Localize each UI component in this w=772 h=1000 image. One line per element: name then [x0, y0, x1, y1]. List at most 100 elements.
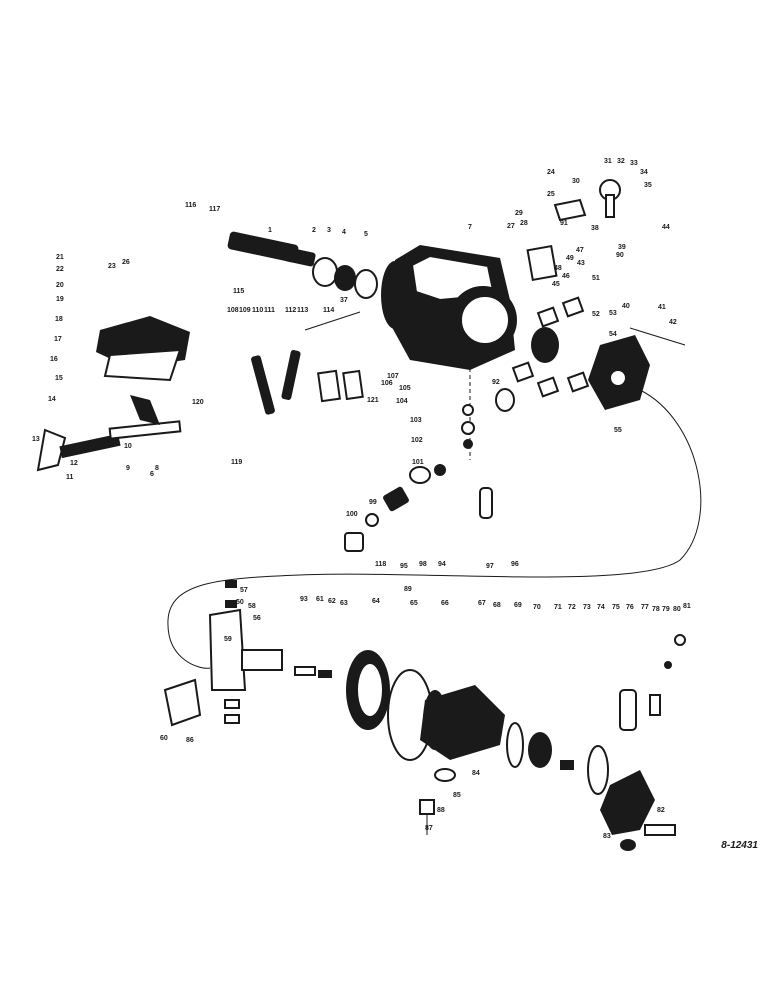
callout-8: 8	[155, 465, 159, 472]
rotor-blades	[495, 296, 590, 412]
callout-53: 53	[609, 310, 617, 317]
callout-61: 61	[316, 596, 324, 603]
callout-49: 49	[566, 255, 574, 262]
callout-59: 59	[224, 636, 232, 643]
callout-39: 39	[618, 244, 626, 251]
callout-81: 81	[683, 603, 691, 610]
callout-41: 41	[658, 304, 666, 311]
callout-72: 72	[568, 604, 576, 611]
callout-12: 12	[70, 460, 78, 467]
callout-85: 85	[453, 792, 461, 799]
callout-89: 89	[404, 586, 412, 593]
callout-110: 110	[252, 307, 263, 314]
callout-87: 87	[425, 825, 433, 832]
callout-4: 4	[342, 229, 346, 236]
callout-31: 31	[604, 158, 612, 165]
callout-32: 32	[617, 158, 625, 165]
callout-78: 78	[652, 606, 660, 613]
fitting-stack	[619, 634, 686, 731]
callout-74: 74	[597, 604, 605, 611]
throttle-levers	[251, 311, 361, 415]
callout-120: 120	[192, 399, 204, 406]
governor-cover	[96, 316, 190, 382]
callout-33: 33	[630, 160, 638, 167]
pump-housing	[381, 245, 517, 370]
callout-86: 86	[186, 737, 194, 744]
callout-58: 58	[248, 603, 256, 610]
end-plate	[588, 335, 650, 410]
callout-35: 35	[644, 182, 652, 189]
callout-107: 107	[387, 373, 399, 380]
callout-11: 11	[66, 474, 74, 481]
callout-121: 121	[367, 397, 379, 404]
callout-50: 50	[236, 599, 244, 606]
callout-82: 82	[657, 807, 665, 814]
callout-98: 98	[419, 561, 427, 568]
lower-bolt	[419, 768, 456, 835]
callout-79: 79	[662, 606, 670, 613]
callout-45: 45	[552, 281, 560, 288]
callout-75: 75	[612, 604, 620, 611]
callout-73: 73	[583, 604, 591, 611]
callout-16: 16	[50, 356, 58, 363]
callout-91: 91	[560, 220, 568, 227]
callout-92: 92	[492, 379, 500, 386]
cam-ring	[346, 650, 390, 730]
callout-43: 43	[577, 260, 585, 267]
callout-108: 108	[227, 307, 239, 314]
callout-104: 104	[396, 398, 408, 405]
callout-63: 63	[340, 600, 348, 607]
drive-shaft	[227, 231, 316, 267]
callout-40: 40	[622, 303, 630, 310]
callout-60: 60	[160, 735, 168, 742]
callout-102: 102	[411, 437, 423, 444]
callout-48: 48	[554, 265, 562, 272]
callout-99: 99	[369, 499, 377, 506]
through-bolt	[629, 327, 686, 346]
callout-105: 105	[399, 385, 411, 392]
lever-arm	[553, 179, 621, 222]
callout-114: 114	[323, 307, 334, 314]
callout-15: 15	[55, 375, 63, 382]
callout-6: 6	[150, 471, 154, 478]
callout-30: 30	[572, 178, 580, 185]
callout-26: 26	[122, 259, 130, 266]
callout-17: 17	[54, 336, 62, 343]
callout-18: 18	[55, 316, 63, 323]
seal-rings	[312, 257, 378, 299]
callout-42: 42	[669, 319, 677, 326]
callout-112: 112	[285, 307, 296, 314]
callout-84: 84	[472, 770, 480, 777]
callout-88: 88	[437, 807, 445, 814]
plunger-parts	[294, 666, 332, 678]
callout-25: 25	[547, 191, 555, 198]
drawing-number: 8-12431	[721, 840, 758, 851]
callout-113: 113	[297, 307, 308, 314]
callout-118: 118	[375, 561, 386, 568]
callout-28: 28	[520, 220, 528, 227]
callout-70: 70	[533, 604, 541, 611]
callout-37: 37	[340, 297, 348, 304]
callout-109: 109	[239, 307, 251, 314]
callout-69: 69	[514, 602, 522, 609]
callout-56: 56	[253, 615, 261, 622]
callout-19: 19	[56, 296, 64, 303]
callout-115: 115	[233, 288, 244, 295]
callout-68: 68	[493, 602, 501, 609]
callout-117: 117	[209, 206, 220, 213]
callout-65: 65	[410, 600, 418, 607]
callout-103: 103	[410, 417, 422, 424]
callout-3: 3	[327, 227, 331, 234]
callout-1: 1	[268, 227, 272, 234]
callout-111: 111	[264, 307, 275, 314]
callout-67: 67	[478, 600, 486, 607]
retainer-rings	[506, 722, 609, 795]
callout-14: 14	[48, 396, 56, 403]
callout-24: 24	[547, 169, 555, 176]
callout-64: 64	[372, 598, 380, 605]
callout-5: 5	[364, 231, 368, 238]
gaskets	[317, 244, 558, 403]
callout-34: 34	[640, 169, 648, 176]
